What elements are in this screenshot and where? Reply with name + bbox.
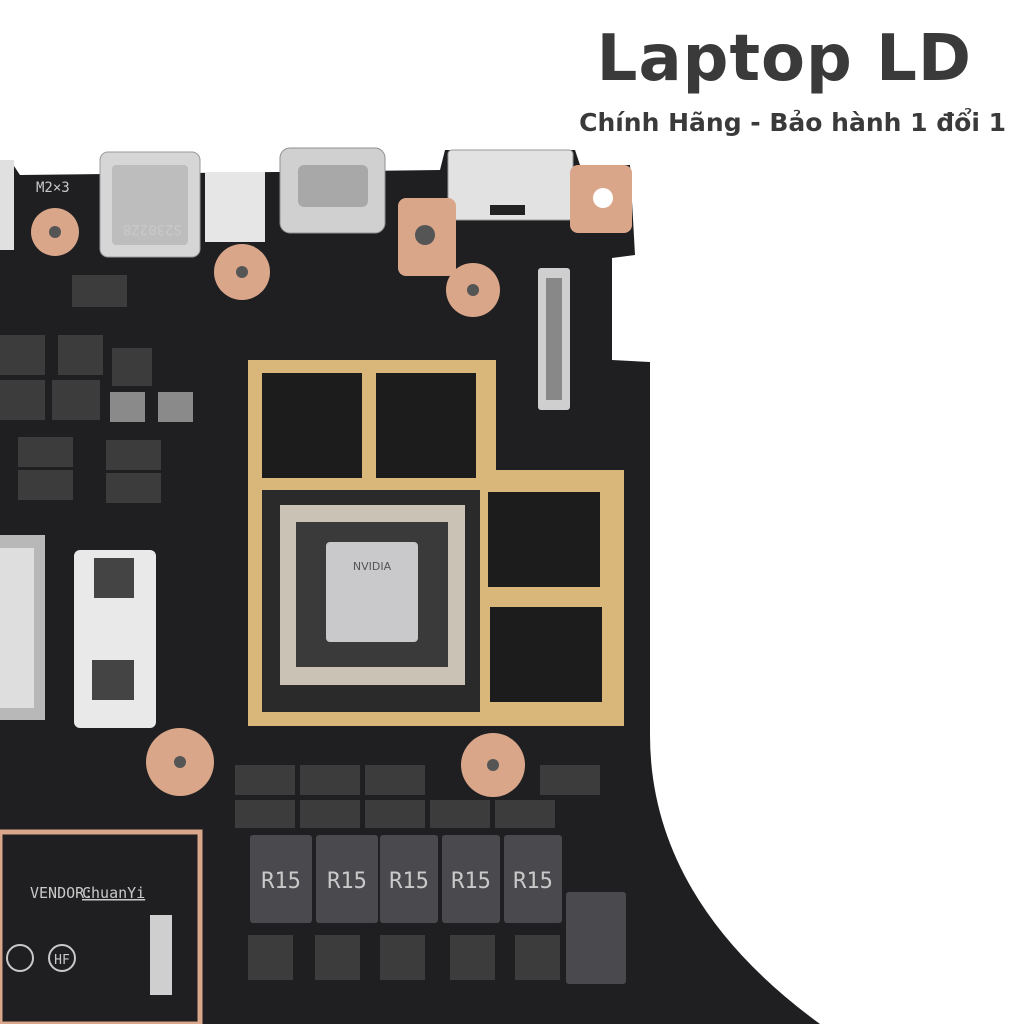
inductor-code: R15 — [513, 869, 553, 894]
mosfet-row — [0, 275, 600, 828]
inductor-code: R15 — [261, 869, 301, 894]
hf-mark: HF — [54, 953, 70, 968]
wifi-module — [0, 829, 203, 1024]
side-connector — [0, 160, 14, 250]
gpu-brand: NVIDIA — [353, 560, 392, 573]
vendor-name: ChuanYi — [82, 884, 145, 902]
inductor-code: R15 — [451, 869, 491, 894]
inductor-code: R15 — [327, 869, 367, 894]
port-code: S2302Z8 — [123, 221, 182, 237]
film-label — [205, 172, 265, 242]
brand-title: Laptop LD — [596, 22, 972, 96]
screw-label: M2×3 — [36, 180, 70, 196]
inductors — [250, 835, 626, 984]
gpu-die — [326, 542, 418, 642]
recycle-icon — [6, 944, 34, 972]
vendor-label: VENDOR: — [30, 884, 93, 902]
brand-subtitle: Chính Hãng - Bảo hành 1 đổi 1 — [579, 108, 1006, 137]
inductor-code: R15 — [389, 869, 429, 894]
